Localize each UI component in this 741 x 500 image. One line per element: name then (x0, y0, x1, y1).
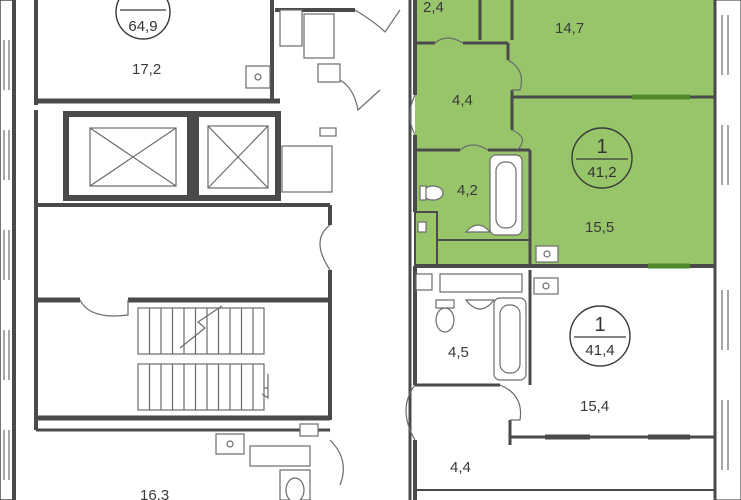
highlighted-partitions (414, 0, 715, 269)
staircase (137, 305, 269, 411)
corridor-walls (408, 0, 417, 500)
apartment-badge-highlighted: 141,2 (571, 127, 633, 189)
plumbing-fixtures (215, 9, 559, 500)
area-17-2: 17,2 (132, 61, 161, 78)
area-4-5: 4,5 (448, 344, 469, 361)
core-walls (12, 0, 355, 500)
area-15-5: 15,5 (585, 219, 614, 236)
badge-total-area: 41,2 (587, 164, 616, 181)
area-15-4: 15,4 (580, 398, 609, 415)
lower-apartment-walls (415, 270, 715, 491)
elevator-shafts (89, 125, 269, 189)
room-labels: 2,4 14,7 4,4 4,2 15,5 4,5 15,4 4,4 16,3 … (132, 0, 614, 500)
area-14-7: 14,7 (555, 20, 584, 37)
badge-total-area: 64,9 (128, 18, 157, 35)
badge-circle (569, 305, 631, 367)
area-16-3: 16,3 (140, 487, 169, 500)
highlighted-apartment[interactable] (415, 0, 715, 266)
apartment-badge-lower-right: 141,4 (569, 305, 631, 367)
doors (79, 9, 523, 486)
area-4-4-top: 4,4 (452, 92, 473, 109)
area-4-4-bottom: 4,4 (450, 459, 471, 476)
badge-room-count: 1 (594, 314, 605, 336)
apartment-badge-top-left: 64,9 (115, 0, 171, 40)
badge-room-count: 1 (596, 136, 607, 158)
area-4-2: 4,2 (457, 182, 478, 199)
badge-total-area: 41,4 (585, 342, 614, 359)
highlighted-apartment-fill (415, 0, 715, 266)
area-2-4: 2,4 (423, 0, 444, 16)
highlighted-apartment-vestibule (415, 212, 437, 266)
badge-circle (571, 127, 633, 189)
badge-circle (115, 0, 171, 40)
